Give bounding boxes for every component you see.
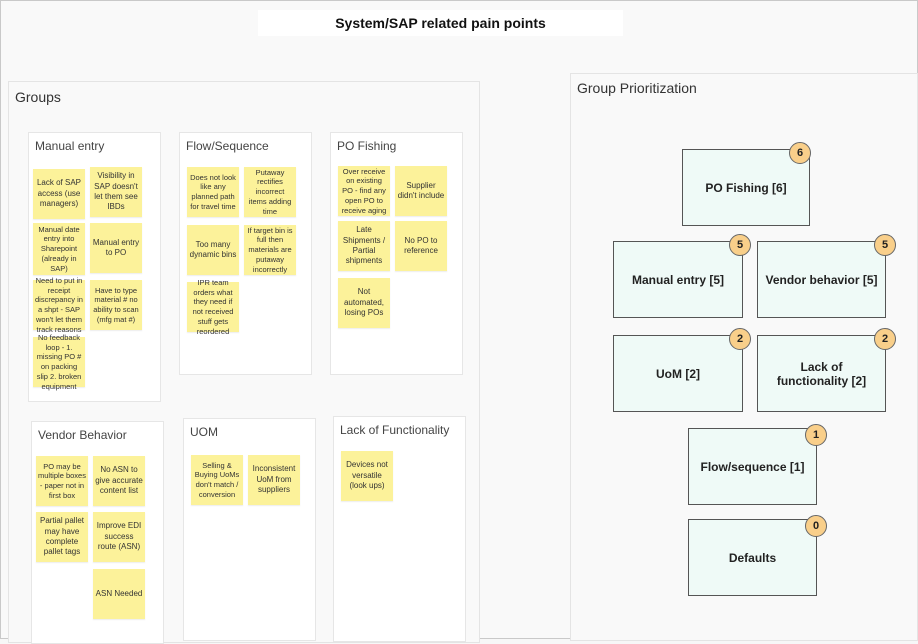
group-po-fishing[interactable]: PO Fishing Over receive on existing PO -… — [330, 132, 463, 375]
priority-label: Vendor behavior [5] — [765, 272, 878, 287]
groups-panel-title: Groups — [15, 89, 61, 105]
sticky-note[interactable]: Late Shipments / Partial shipments — [338, 221, 390, 271]
vote-count-badge: 0 — [805, 515, 827, 537]
group-title: Vendor Behavior — [38, 428, 127, 442]
sticky-note[interactable]: Too many dynamic bins — [187, 225, 239, 275]
group-title: Lack of Functionality — [340, 423, 450, 437]
vote-count-badge: 5 — [874, 234, 896, 256]
sticky-note[interactable]: No ASN to give accurate content list — [93, 456, 145, 506]
sticky-note[interactable]: Manual entry to PO — [90, 223, 142, 273]
priority-label: Defaults — [728, 550, 777, 565]
priority-po-fishing[interactable]: PO Fishing [6] — [682, 149, 810, 226]
priority-lack-of-functionality[interactable]: Lack of functionality [2] — [757, 335, 886, 412]
sticky-note[interactable]: IPR team orders what they need if not re… — [187, 278, 239, 336]
sticky-note[interactable]: Partial pallet may have complete pallet … — [36, 512, 88, 562]
priority-label: Lack of functionality [2] — [776, 359, 867, 388]
sticky-note[interactable]: Visibility in SAP doesn't let them see I… — [90, 167, 142, 217]
sticky-note[interactable]: If target bin is full then materials are… — [244, 225, 296, 275]
sticky-note[interactable]: PO may be multiple boxes - paper not in … — [36, 456, 88, 506]
sticky-note[interactable]: Supplier didn't include — [395, 166, 447, 216]
priority-label: Manual entry [5] — [631, 272, 724, 287]
group-lack-of-functionality[interactable]: Lack of Functionality Devices not versat… — [333, 416, 466, 642]
vote-count-badge: 2 — [874, 328, 896, 350]
sticky-note[interactable]: Over receive on existing PO - find any o… — [338, 166, 390, 216]
group-manual-entry[interactable]: Manual entry Lack of SAP access (use man… — [28, 132, 161, 402]
priority-label: Flow/sequence [1] — [700, 459, 805, 474]
group-title: PO Fishing — [337, 139, 397, 153]
group-flow-sequence[interactable]: Flow/Sequence Does not look like any pla… — [179, 132, 312, 375]
sticky-note[interactable]: Lack of SAP access (use managers) — [33, 169, 85, 219]
priority-flow-sequence[interactable]: Flow/sequence [1] — [688, 428, 817, 505]
priority-defaults[interactable]: Defaults — [688, 519, 817, 596]
vote-count-badge: 5 — [729, 234, 751, 256]
group-vendor-behavior[interactable]: Vendor Behavior PO may be multiple boxes… — [31, 421, 164, 644]
sticky-note[interactable]: ASN Needed — [93, 569, 145, 619]
board-title[interactable]: System/SAP related pain points — [258, 10, 623, 36]
priority-label: UoM [2] — [656, 366, 700, 381]
sticky-note[interactable]: No PO to reference — [395, 221, 447, 271]
group-title: Manual entry — [35, 139, 105, 153]
priority-uom[interactable]: UoM [2] — [613, 335, 743, 412]
group-uom[interactable]: UOM Selling & Buying UoMs don't match / … — [183, 418, 316, 641]
sticky-note[interactable]: Improve EDI success route (ASN) — [93, 512, 145, 562]
prioritization-panel-title: Group Prioritization — [577, 80, 697, 96]
vote-count-badge: 6 — [789, 142, 811, 164]
priority-vendor-behavior[interactable]: Vendor behavior [5] — [757, 241, 886, 318]
group-title: Flow/Sequence — [186, 139, 269, 153]
sticky-note[interactable]: Manual date entry into Sharepoint (alrea… — [33, 223, 85, 275]
sticky-note[interactable]: Have to type material # no ability to sc… — [90, 280, 142, 330]
vote-count-badge: 2 — [729, 328, 751, 350]
sticky-note[interactable]: No feedback loop - 1. missing PO # on pa… — [33, 333, 85, 391]
sticky-note[interactable]: Does not look like any planned path for … — [187, 167, 239, 217]
priority-label: PO Fishing [6] — [705, 180, 787, 195]
sticky-note[interactable]: Devices not versatile (look ups) — [341, 451, 393, 501]
sticky-note[interactable]: Inconsistent UoM from suppliers — [248, 455, 300, 505]
sticky-note[interactable]: Putaway rectifies incorrect items adding… — [244, 167, 296, 217]
sticky-note[interactable]: Need to put in receipt discrepancy in a … — [33, 276, 85, 334]
sticky-note[interactable]: Not automated, losing POs — [338, 278, 390, 328]
group-title: UOM — [190, 425, 218, 439]
priority-manual-entry[interactable]: Manual entry [5] — [613, 241, 743, 318]
groups-panel: Groups Manual entry Lack of SAP access (… — [8, 81, 480, 644]
vote-count-badge: 1 — [805, 424, 827, 446]
sticky-note[interactable]: Selling & Buying UoMs don't match / conv… — [191, 455, 243, 505]
